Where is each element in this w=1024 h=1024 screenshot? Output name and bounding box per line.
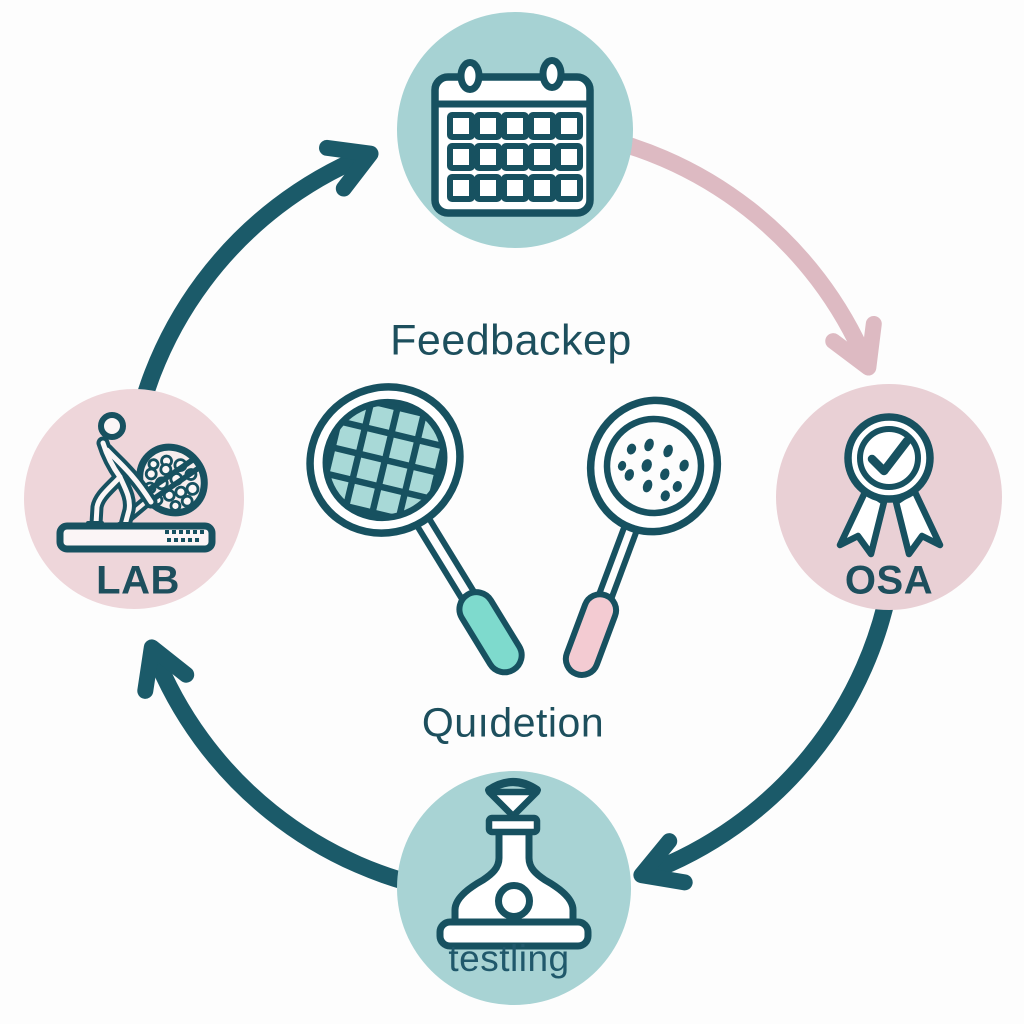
node-label-lab: LAB [96,558,180,603]
node-label-osa: OSA [844,558,934,603]
specimen-dots [617,438,689,502]
specimen-magnifier-icon [562,396,722,678]
award-ribbon-icon [836,413,944,558]
lab-bench [56,522,216,553]
lab-person-racket-icon [56,412,216,553]
flask-icon [436,778,592,950]
lab-person [86,412,158,532]
node-label-testing: testling [448,938,570,979]
lab-bench-markings [165,530,204,542]
arrow-right-to-bottom [633,563,901,891]
center-label-feedback: Feedbackep [390,316,632,365]
center-label-question: Quıdetion [421,699,605,746]
calendar-icon [431,57,594,217]
